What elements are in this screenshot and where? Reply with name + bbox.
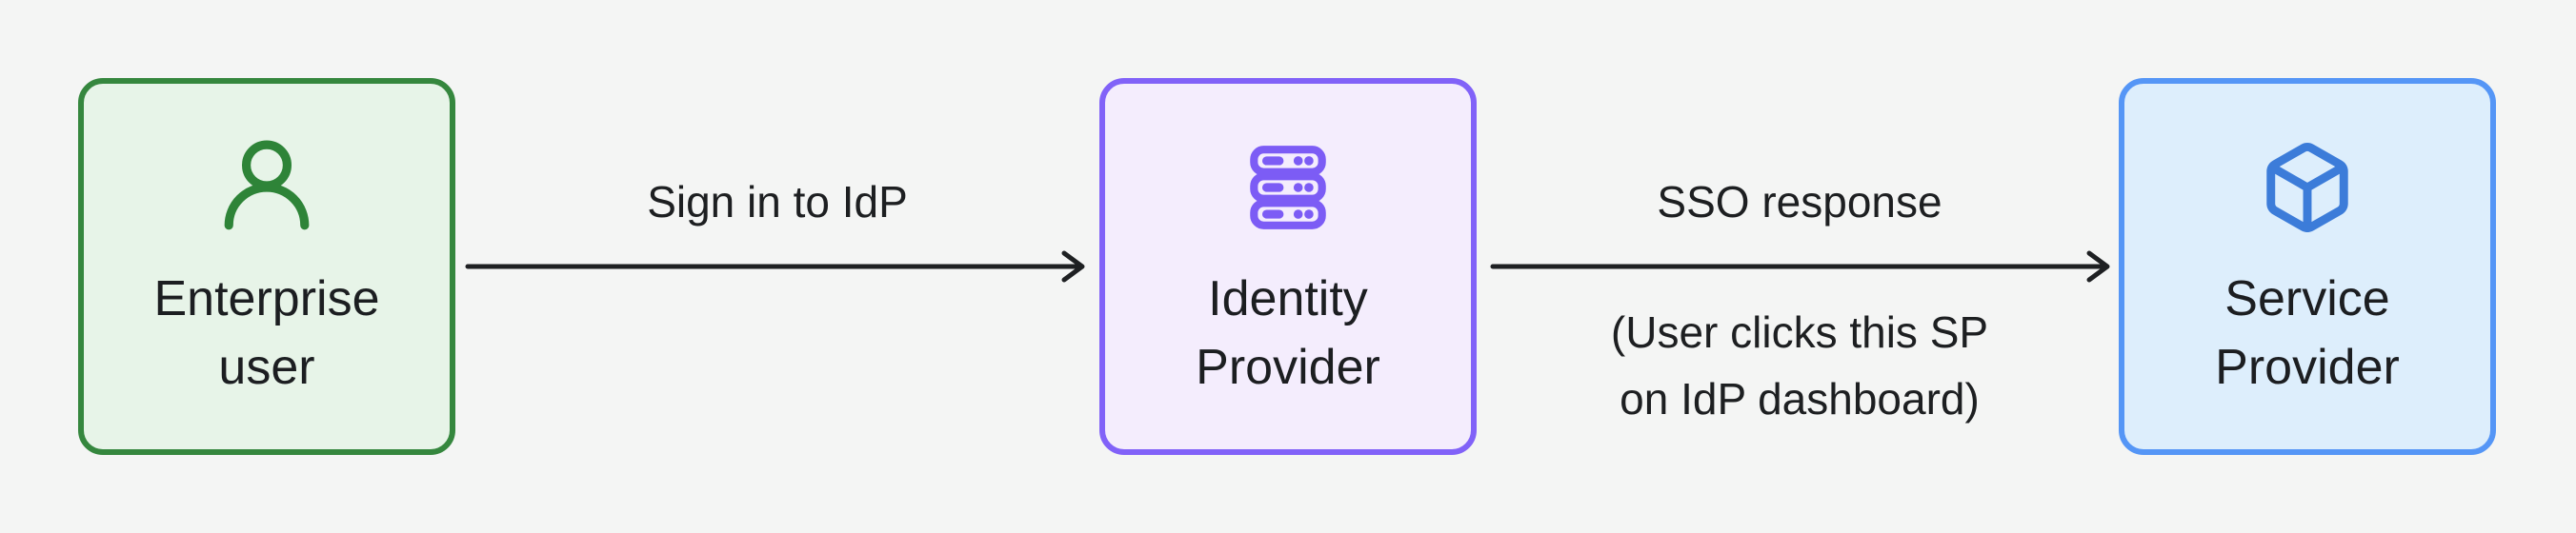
edge-label-sso-response: SSO response [1657, 177, 1942, 227]
node-label-enterprise-user: Enterprise user [153, 271, 380, 395]
arrow-sso-response [1490, 250, 2110, 283]
node-label-service-provider: Service Provider [2215, 271, 2400, 395]
node-service-provider: Service Provider [2119, 78, 2496, 455]
edge-sublabel-sso-response: (User clicks this SP on IdP dashboard) [1610, 307, 1989, 424]
node-enterprise-user: Enterprise user [78, 78, 455, 455]
arrow-sign-in-to-idp [465, 250, 1085, 283]
cube-icon [2259, 139, 2356, 236]
node-label-identity-provider: Identity Provider [1196, 271, 1380, 395]
user-icon [218, 139, 315, 236]
server-stack-icon [1239, 139, 1337, 236]
node-identity-provider: Identity Provider [1099, 78, 1477, 455]
edge-label-sign-in-to-idp: Sign in to IdP [647, 177, 908, 227]
